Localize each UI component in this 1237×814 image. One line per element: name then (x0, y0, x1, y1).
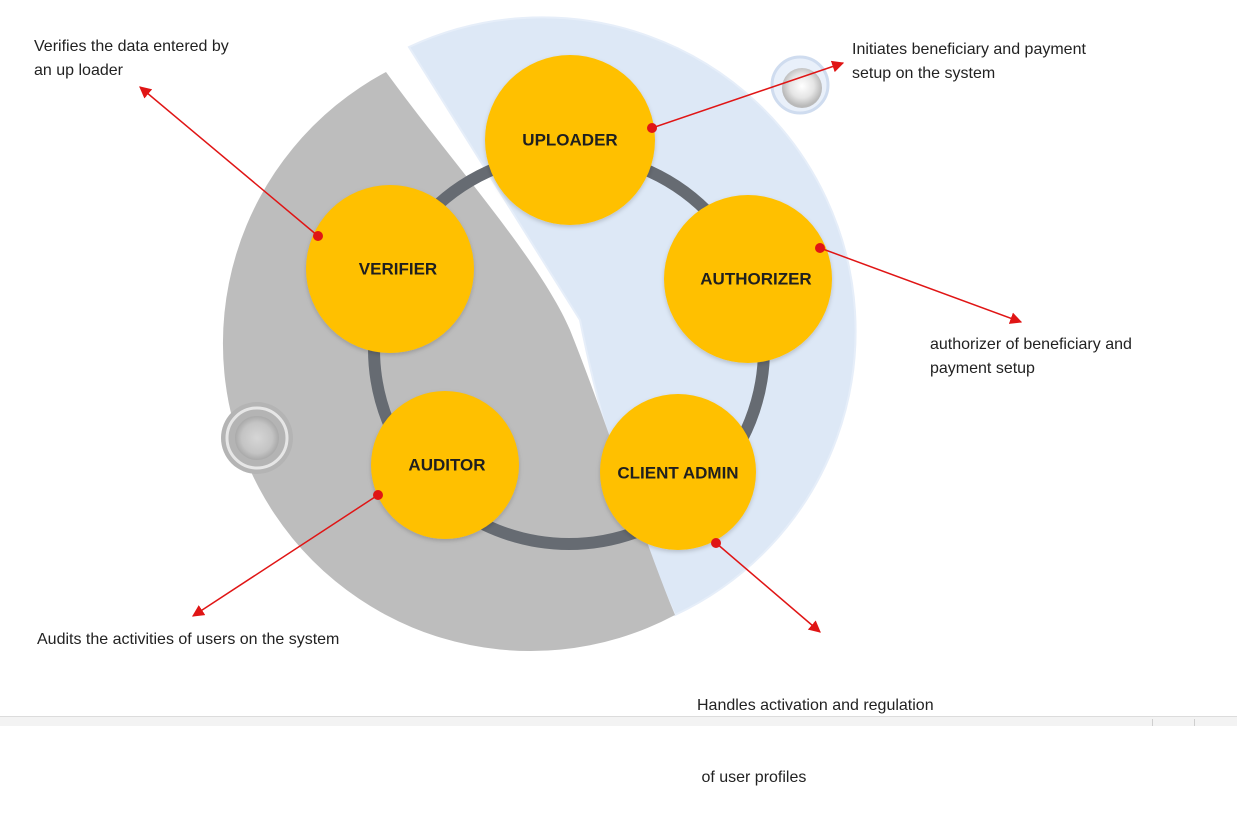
arrow-verifier (139, 86, 323, 241)
role-label-authorizer: AUTHORIZER (700, 269, 811, 288)
desc-client-admin: Handles activation and regulation of use… (697, 646, 934, 814)
scrollbar-divider-1 (1152, 719, 1153, 726)
desc-client-admin-line-1: Handles activation and regulation (697, 697, 934, 714)
scrollbar-divider-2 (1194, 719, 1195, 726)
desc-authorizer: authorizer of beneficiary and payment se… (930, 333, 1132, 381)
desc-uploader-line-2: setup on the system (852, 65, 996, 82)
role-label-client-admin: CLIENT ADMIN (617, 463, 738, 482)
desc-verifier-line-2: an up loader (34, 62, 123, 79)
role-label-verifier: VERIFIER (359, 259, 437, 278)
bottom-scrollbar[interactable] (0, 716, 1237, 726)
desc-auditor: Audits the activities of users on the sy… (37, 628, 339, 652)
desc-auditor-line-1: Audits the activities of users on the sy… (37, 631, 340, 648)
role-verifier[interactable] (306, 185, 474, 353)
role-authorizer[interactable] (664, 195, 832, 363)
desc-uploader-line-1: Initiates beneficiary and payment (852, 41, 1086, 58)
role-uploader[interactable] (485, 55, 655, 225)
knob-icon-left (221, 402, 293, 474)
arrow-uploader (647, 60, 845, 133)
desc-client-admin-line-2: of user profiles (697, 769, 807, 786)
role-auditor[interactable] (371, 391, 519, 539)
arrow-authorizer (815, 243, 1023, 324)
desc-verifier: Verifies the data entered by an up loade… (34, 35, 229, 83)
desc-uploader: Initiates beneficiary and payment setup … (852, 38, 1086, 86)
role-label-auditor: AUDITOR (408, 455, 485, 474)
desc-authorizer-line-2: payment setup (930, 360, 1035, 377)
desc-authorizer-line-1: authorizer of beneficiary and (930, 336, 1132, 353)
role-label-uploader: UPLOADER (522, 130, 617, 149)
roles-diagram: UPLOADER AUTHORIZER CLIENT ADMIN AUDITOR… (139, 16, 1023, 652)
role-client-admin[interactable] (600, 394, 756, 550)
desc-verifier-line-1: Verifies the data entered by (34, 38, 229, 55)
knob-icon-upper (770, 55, 830, 115)
arrow-client-admin (711, 538, 821, 633)
arrow-auditor (191, 490, 383, 617)
